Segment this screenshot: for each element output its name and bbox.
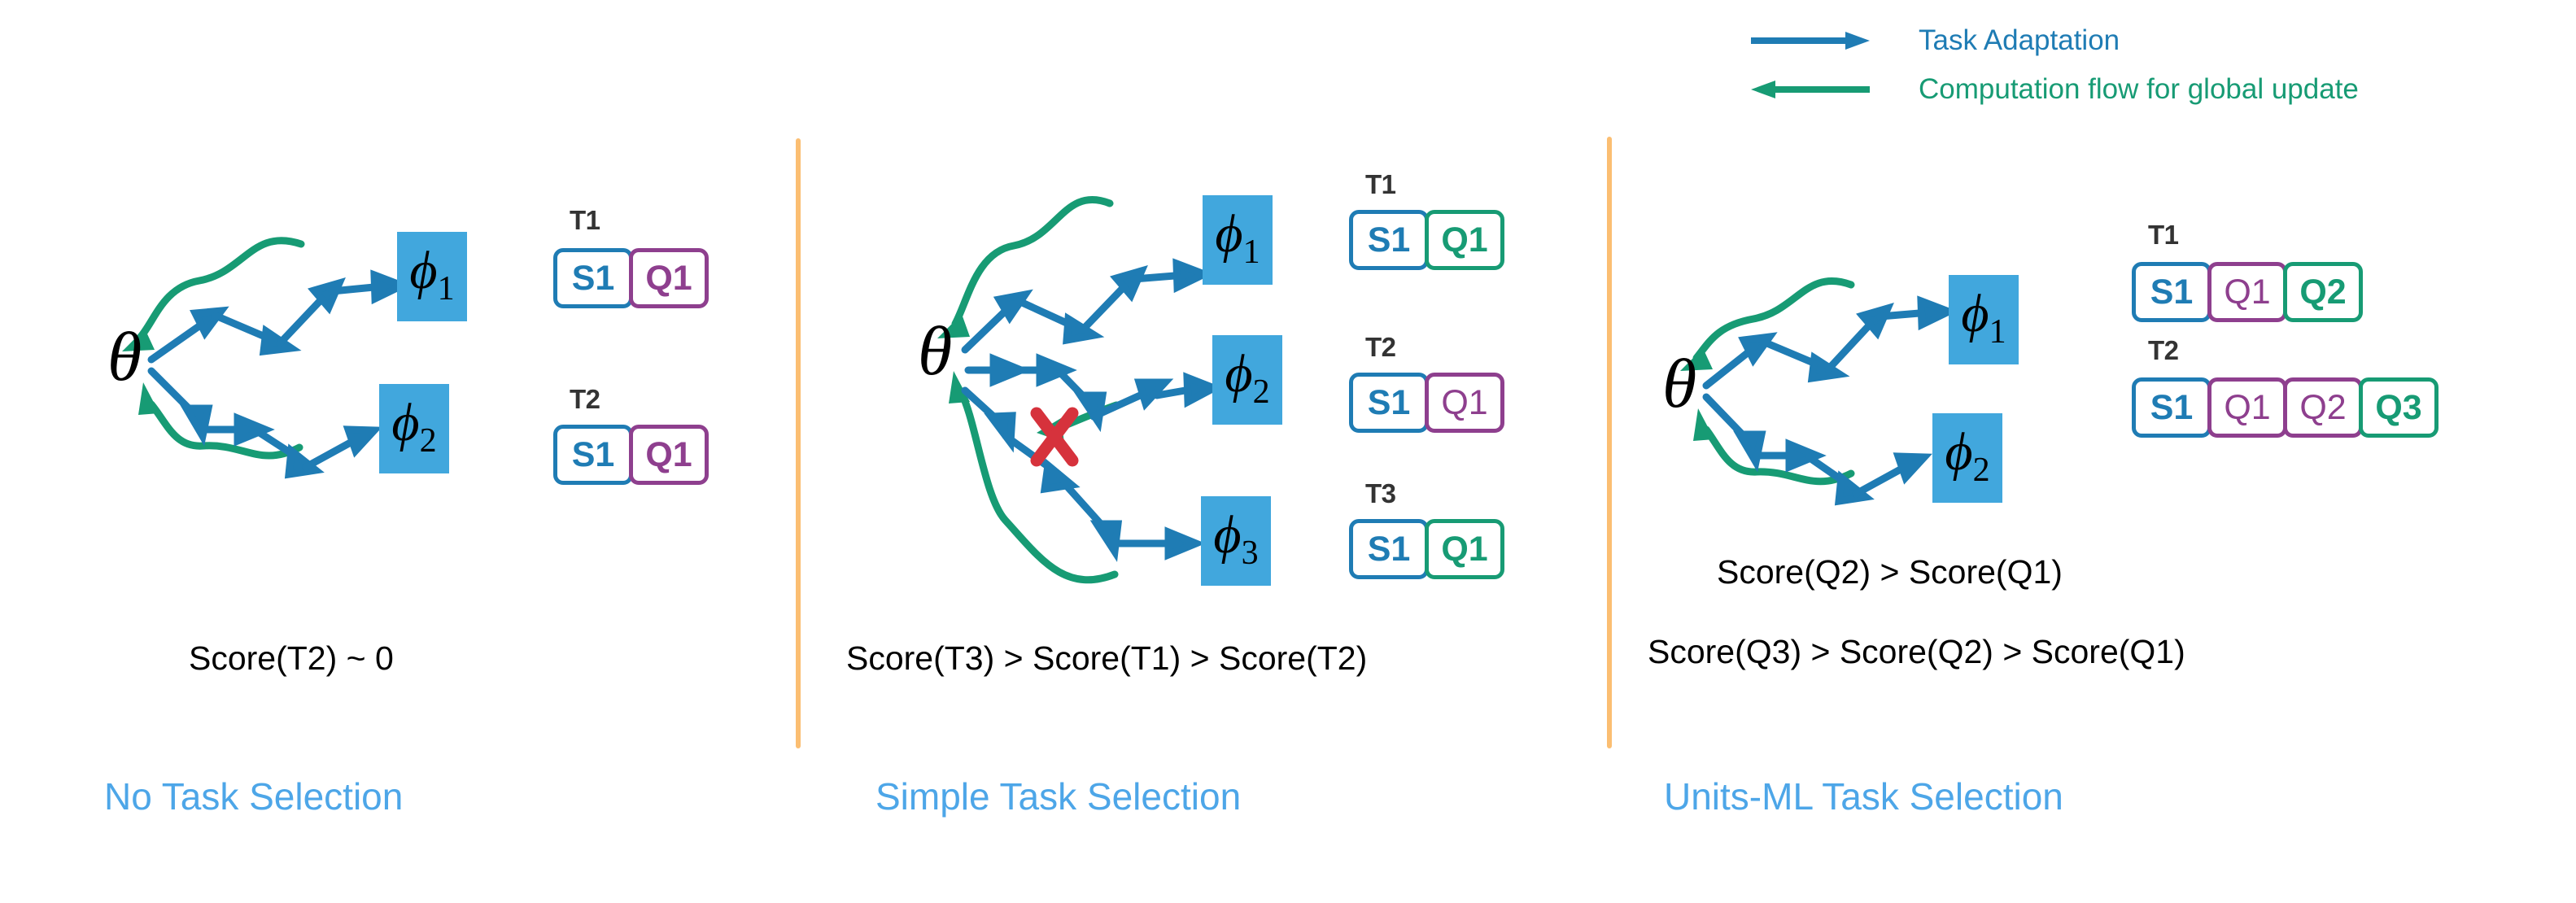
task-cell[interactable]: S1 — [2132, 377, 2211, 438]
task-cell[interactable]: Q1 — [2207, 377, 2287, 438]
panel-1-theta-node: θ — [918, 312, 953, 390]
legend: Task Adaptation Computation flow for glo… — [1749, 16, 2563, 122]
panel-2-phi-node-2: ϕ2 — [1932, 413, 2002, 503]
panel-2-task-label-1: T2 — [2148, 335, 2179, 365]
panel-1-phi-node-1: ϕ1 — [1203, 195, 1273, 285]
blocked-marker-icon — [1030, 407, 1079, 467]
panel-1-title: Simple Task Selection — [875, 775, 1242, 818]
task-cell[interactable]: S1 — [553, 425, 633, 485]
task-cell[interactable]: S1 — [2132, 262, 2211, 322]
panel-2-theta-node: θ — [1662, 344, 1697, 422]
legend-label-task-adaptation: Task Adaptation — [1919, 24, 2120, 56]
task-cell[interactable]: Q1 — [1425, 519, 1504, 579]
panel-1-edges — [937, 195, 1223, 584]
task-cell[interactable]: S1 — [1349, 519, 1429, 579]
panel-units-ml-task-selection: θ ϕ1 ϕ2 T1 S1 Q1 Q2 T2 S1 Q1 Q2 Q3 Score… — [1607, 0, 2576, 903]
panel-1-task-row-0: S1 Q1 — [1349, 210, 1504, 270]
arrow-left-icon — [1751, 81, 1870, 98]
panel-0-task-label-0: T1 — [570, 205, 600, 235]
panel-1-task-label-0: T1 — [1365, 169, 1396, 199]
panel-divider-1 — [796, 138, 801, 748]
panel-2-task-label-0: T1 — [2148, 220, 2179, 250]
panel-0-phi-node-2: ϕ2 — [379, 384, 449, 473]
panel-2-score-line-1: Score(Q3) > Score(Q2) > Score(Q1) — [1648, 633, 2185, 670]
panel-divider-2 — [1607, 137, 1612, 748]
task-cell[interactable]: Q3 — [2359, 377, 2438, 438]
panel-2-title: Units-ML Task Selection — [1664, 775, 2063, 818]
legend-label-computation-flow: Computation flow for global update — [1919, 73, 2359, 105]
task-cell[interactable]: Q1 — [1425, 373, 1504, 433]
panel-0-edges — [122, 237, 412, 479]
task-cell[interactable]: Q1 — [629, 248, 709, 308]
panel-1-task-row-2: S1 Q1 — [1349, 519, 1504, 579]
arrow-right-icon — [1751, 32, 1870, 50]
panel-1-task-row-1: S1 Q1 — [1349, 373, 1504, 433]
task-cell[interactable]: S1 — [1349, 373, 1429, 433]
legend-item-task-adaptation: Task Adaptation — [1749, 24, 2120, 57]
panel-0-score-line-0: Score(T2) ~ 0 — [189, 639, 394, 677]
panel-0-phi-node-1: ϕ1 — [397, 232, 467, 321]
task-cell[interactable]: Q1 — [629, 425, 709, 485]
task-cell[interactable]: S1 — [553, 248, 633, 308]
panel-0-task-row-1: S1 Q1 — [553, 425, 709, 485]
panel-2-score-line-0: Score(Q2) > Score(Q1) — [1717, 553, 2063, 591]
panel-2-task-row-1: S1 Q1 Q2 Q3 — [2132, 377, 2438, 438]
task-cell[interactable]: S1 — [1349, 210, 1429, 270]
panel-no-task-selection: θ ϕ1 ϕ2 T1 S1 Q1 T2 S1 Q1 Score(T2) ~ 0 … — [0, 0, 796, 903]
panel-2-phi-node-1: ϕ1 — [1949, 275, 2019, 364]
panel-1-task-label-1: T2 — [1365, 332, 1396, 362]
panel-0-task-label-1: T2 — [570, 384, 600, 414]
legend-item-computation-flow: Computation flow for global update — [1749, 73, 2359, 106]
panel-2-task-row-0: S1 Q1 Q2 — [2132, 262, 2363, 322]
task-cell[interactable]: Q2 — [2283, 262, 2363, 322]
panel-0-task-row-0: S1 Q1 — [553, 248, 709, 308]
panel-1-task-label-2: T3 — [1365, 478, 1396, 508]
panel-0-theta-node: θ — [107, 317, 142, 395]
task-cell[interactable]: Q2 — [2283, 377, 2363, 438]
task-cell[interactable]: Q1 — [2207, 262, 2287, 322]
panel-0-title: No Task Selection — [104, 775, 404, 818]
panel-2-edges — [1680, 277, 1958, 506]
panel-simple-task-selection: θ ϕ1 ϕ2 ϕ3 T1 S1 Q1 T2 S1 Q1 T3 S1 Q1 Sc… — [796, 0, 1607, 903]
task-cell[interactable]: Q1 — [1425, 210, 1504, 270]
panel-1-phi-node-2: ϕ2 — [1212, 335, 1282, 425]
panel-1-score-line-0: Score(T3) > Score(T1) > Score(T2) — [846, 639, 1368, 677]
panel-1-phi-node-3: ϕ3 — [1201, 496, 1271, 586]
